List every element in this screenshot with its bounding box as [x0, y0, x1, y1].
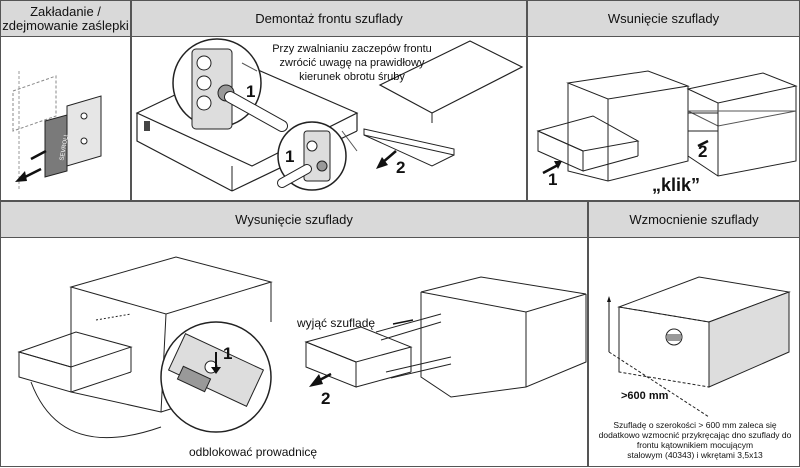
step-number: 2: [396, 158, 406, 177]
reinforce-illustration: [607, 276, 791, 418]
reinforce-note-line1: Szufladę o szerokości > 600 mm zaleca si…: [613, 420, 777, 430]
reinforce-note-line2: dodatkowo wzmocnić przykręcając dno szuf…: [598, 430, 792, 440]
panel-title: Wzmocnienie szuflady: [629, 211, 759, 227]
panel-cap-install: Zakładanie / zdejmowanie zaślepki SEVROL…: [0, 0, 131, 201]
panel-header: Wysunięcie szuflady: [1, 202, 587, 238]
step-number: 2: [698, 142, 708, 161]
panel-header: Wzmocnienie szuflady: [589, 202, 799, 238]
step-number: 1: [246, 82, 256, 101]
step-number: 1: [285, 147, 295, 166]
panel-pull-out: Wysunięcie szuflady: [0, 201, 588, 467]
panel-title-line2: zdejmowanie zaślepki: [2, 17, 129, 33]
panel-front-removal: Demontaż frontu szuflady: [131, 0, 527, 201]
panel-reinforce: Wzmocnienie szuflady >600 mm Szufladę o …: [588, 201, 800, 467]
front-removal-note-line2: zwrócić uwagę na prawidłowy: [279, 57, 425, 69]
step-number: 1: [223, 344, 233, 363]
pull-out-illustration: [17, 256, 587, 439]
panel-header: Zakładanie / zdejmowanie zaślepki: [1, 1, 130, 37]
cap-illustration: [12, 71, 102, 191]
click-label: „klik”: [652, 175, 701, 195]
panel-header: Demontaż frontu szuflady: [132, 1, 526, 37]
reinforce-note-line4: stalowym (40343) i wkrętami 3,5x13: [627, 450, 763, 460]
take-out-label: wyjąć szufladę: [297, 316, 376, 330]
width-dimension: >600 mm: [621, 390, 669, 402]
panel-title-line1: Zakładanie /: [30, 3, 101, 19]
front-removal-note-line1: Przy zwalnianiu zaczepów frontu: [272, 43, 432, 55]
step-number: 1: [548, 170, 558, 189]
panel-insert: Wsunięcie szuflady 1 2 „klik”: [527, 0, 800, 201]
panel-header: Wsunięcie szuflady: [528, 1, 799, 37]
panel-title: Demontaż frontu szuflady: [255, 10, 403, 26]
step-number: 2: [321, 389, 331, 408]
unlock-label: odblokować prowadnicę: [189, 445, 318, 459]
panel-title: Wsunięcie szuflady: [607, 10, 720, 26]
insert-illustration: [536, 70, 798, 182]
front-removal-note-line3: kierunek obrotu śruby: [299, 71, 405, 83]
front-removal-illustration: [135, 38, 524, 192]
panel-title: Wysunięcie szuflady: [235, 211, 353, 227]
reinforce-note-line3: frontu kątownikiem mocującym: [636, 440, 754, 450]
